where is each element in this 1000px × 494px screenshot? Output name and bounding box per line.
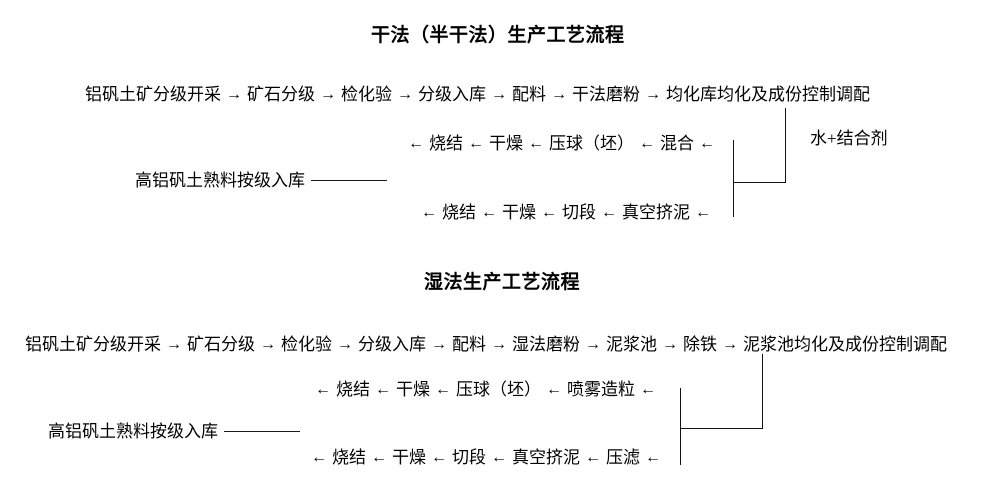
wet-flow-row-2: ← 烧结 ← 干燥 ← 压球（坯） ← 喷雾造粒 ← <box>311 381 660 398</box>
wet-connector-outer-vertical <box>762 354 763 428</box>
flow-node: 湿法磨粉 <box>512 335 580 354</box>
flow-node: 检化验 <box>341 85 392 104</box>
dry-stock-label-text: 高铝矾土熟料按级入库 <box>135 171 305 190</box>
flow-arrow-right-icon: → <box>491 85 507 103</box>
dry-flow-row-3: ← 烧结 ← 干燥 ← 切段 ← 真空挤泥 ← <box>417 204 715 221</box>
flow-arrow-left-icon: ← <box>645 448 661 466</box>
flow-node: 分级入库 <box>358 335 426 354</box>
flow-arrow-left-icon: ← <box>431 448 447 466</box>
flow-node: 矿石分级 <box>247 85 315 104</box>
flow-arrow-left-icon: ← <box>546 380 562 398</box>
flow-arrow-left-icon: ← <box>481 203 497 221</box>
flow-node: 真空挤泥 <box>512 448 580 467</box>
flow-arrow-left-icon: ← <box>315 380 331 398</box>
flow-arrow-left-icon: ← <box>371 448 387 466</box>
flow-arrow-left-icon: ← <box>375 380 391 398</box>
flow-node: 烧结 <box>332 448 366 467</box>
flow-arrow-left-icon: ← <box>468 134 484 152</box>
flow-arrow-right-icon: → <box>662 335 678 353</box>
flow-node: 烧结 <box>336 380 370 399</box>
flow-arrow-left-icon: ← <box>695 203 711 221</box>
dry-connector-horizontal <box>733 182 786 183</box>
wet-stock-label-text: 高铝矾土熟料按级入库 <box>48 422 218 441</box>
dry-flow-row-2: ← 烧结 ← 干燥 ← 压球（坯） ← 混合 ← <box>404 135 719 152</box>
flow-node: 检化验 <box>281 335 332 354</box>
flow-node: 压球（坯） <box>456 380 541 399</box>
dry-side-note-water-binder: 水+结合剂 <box>810 129 888 148</box>
wet-stock-dash-line <box>224 431 300 432</box>
wet-connector-inner-vertical <box>680 388 681 465</box>
flow-node: 烧结 <box>429 134 463 153</box>
flow-arrow-right-icon: → <box>337 335 353 353</box>
flow-node: 泥浆池均化及成份控制调配 <box>743 335 947 354</box>
dry-flow-row-1: 铝矾土矿分级开采 → 矿石分级 → 检化验 → 分级入库 → 配料 → 干法磨粉 → 均化库均化及成份控… <box>84 86 871 103</box>
wet-process-title: 湿法生产工艺流程 <box>424 272 581 293</box>
flow-node: 配料 <box>452 335 486 354</box>
flow-arrow-right-icon: → <box>397 85 413 103</box>
wet-flow-row-3: ← 烧结 ← 干燥 ← 切段 ← 真空挤泥 ← 压滤 ← <box>307 449 665 466</box>
flow-arrow-left-icon: ← <box>421 203 437 221</box>
flow-arrow-left-icon: ← <box>435 380 451 398</box>
flow-arrow-left-icon: ← <box>541 203 557 221</box>
flow-arrow-left-icon: ← <box>601 203 617 221</box>
flow-arrow-left-icon: ← <box>528 134 544 152</box>
flow-node: 喷雾造粒 <box>567 380 635 399</box>
flow-node: 干燥 <box>502 203 536 222</box>
flow-node: 干燥 <box>396 380 430 399</box>
flow-arrow-left-icon: ← <box>408 134 424 152</box>
flow-arrow-left-icon: ← <box>491 448 507 466</box>
flow-arrow-right-icon: → <box>226 85 242 103</box>
flow-node: 压滤 <box>606 448 640 467</box>
wet-stock-label: 高铝矾土熟料按级入库 <box>48 423 300 440</box>
flow-node: 铝矾土矿分级开采 <box>85 85 221 104</box>
dry-stock-label: 高铝矾土熟料按级入库 <box>135 172 387 189</box>
dry-stock-dash-line <box>311 180 387 181</box>
flow-node: 混合 <box>660 134 694 153</box>
flow-node: 压球（坯） <box>549 134 634 153</box>
flow-node: 切段 <box>452 448 486 467</box>
flow-arrow-right-icon: → <box>431 335 447 353</box>
flow-node: 铝矾土矿分级开采 <box>25 335 161 354</box>
flow-node: 除铁 <box>683 335 717 354</box>
flow-node: 烧结 <box>442 203 476 222</box>
flow-arrow-right-icon: → <box>585 335 601 353</box>
flow-arrow-left-icon: ← <box>585 448 601 466</box>
wet-connector-horizontal <box>680 428 763 429</box>
flow-arrow-right-icon: → <box>722 335 738 353</box>
flow-node: 矿石分级 <box>187 335 255 354</box>
flow-node: 干燥 <box>392 448 426 467</box>
flow-arrow-right-icon: → <box>645 85 661 103</box>
flow-node: 干燥 <box>489 134 523 153</box>
flow-node: 切段 <box>562 203 596 222</box>
flow-node: 均化库均化及成份控制调配 <box>666 85 870 104</box>
flow-node: 泥浆池 <box>606 335 657 354</box>
flow-arrow-left-icon: ← <box>311 448 327 466</box>
flow-node: 分级入库 <box>418 85 486 104</box>
flow-arrow-right-icon: → <box>166 335 182 353</box>
flow-node: 真空挤泥 <box>622 203 690 222</box>
flow-node: 干法磨粉 <box>572 85 640 104</box>
flow-arrow-right-icon: → <box>320 85 336 103</box>
flow-arrow-right-icon: → <box>260 335 276 353</box>
flow-arrow-left-icon: ← <box>640 380 656 398</box>
flow-arrow-right-icon: → <box>551 85 567 103</box>
dry-process-title: 干法（半干法）生产工艺流程 <box>371 25 625 46</box>
dry-connector-outer-vertical <box>785 108 786 183</box>
dry-connector-inner-vertical <box>733 140 734 217</box>
flow-arrow-left-icon: ← <box>699 134 715 152</box>
flow-arrow-left-icon: ← <box>639 134 655 152</box>
wet-flow-row-1: 铝矾土矿分级开采 → 矿石分级 → 检化验 → 分级入库 → 配料 → 湿法磨粉 → 泥浆池 → 除铁 → 泥浆… <box>24 336 948 353</box>
flow-arrow-right-icon: → <box>491 335 507 353</box>
flow-node: 配料 <box>512 85 546 104</box>
